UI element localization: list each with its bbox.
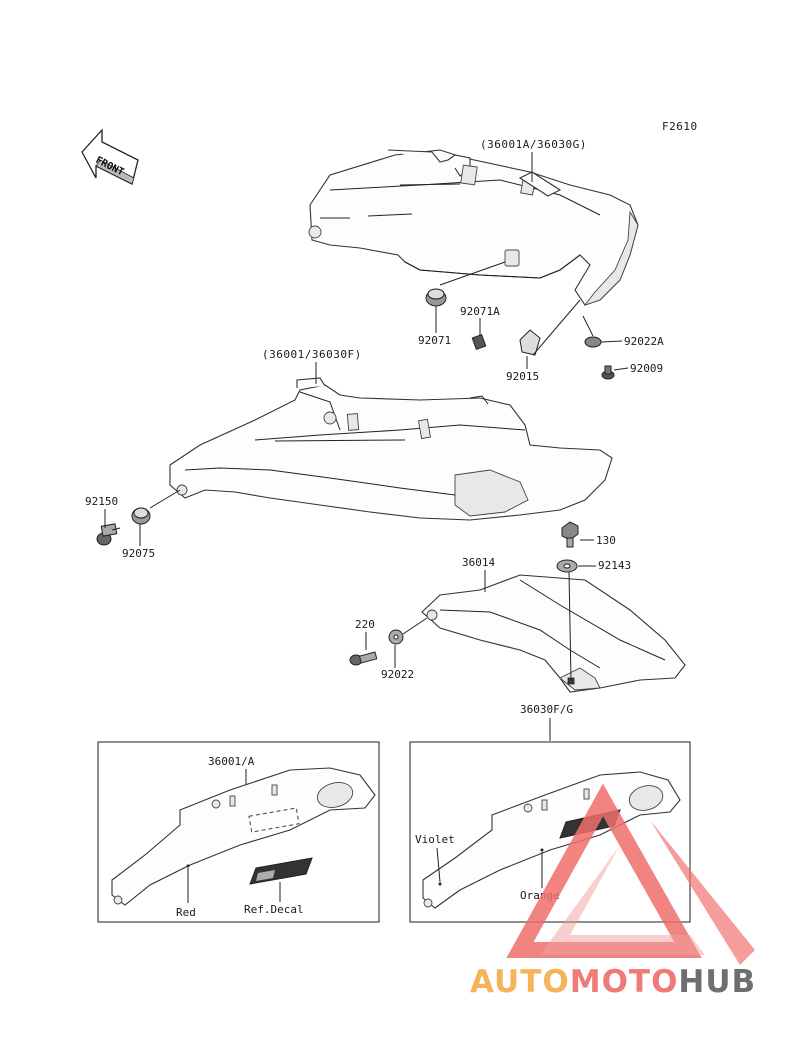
nut-92071A bbox=[471, 334, 487, 350]
detail-left-color: Red bbox=[176, 906, 196, 919]
watermark-text: AUTOMOTOHUB bbox=[470, 964, 756, 1000]
label-92075: 92075 bbox=[122, 547, 155, 560]
bolt-130 bbox=[561, 521, 579, 548]
label-main-cover: (36001/36030F) bbox=[262, 348, 362, 361]
grommet-92071 bbox=[425, 261, 506, 307]
label-92009: 92009 bbox=[630, 362, 663, 375]
clip-92015 bbox=[519, 299, 581, 356]
detail-left-title: 36001/A bbox=[208, 755, 255, 768]
main-side-cover bbox=[169, 377, 613, 521]
watermark-moto: MOTO bbox=[570, 964, 679, 1000]
automotohub-logo-icon bbox=[506, 783, 755, 965]
washer-92143 bbox=[556, 559, 578, 681]
detail-right-violet: Violet bbox=[415, 833, 455, 846]
label-92150: 92150 bbox=[85, 495, 118, 508]
label-92022A: 92022A bbox=[624, 335, 664, 348]
washer-92022 bbox=[388, 617, 428, 645]
figure-code: F2610 bbox=[662, 120, 698, 133]
grommet-92075 bbox=[131, 489, 181, 525]
label-92071A: 92071A bbox=[460, 305, 500, 318]
watermark-auto: AUTO bbox=[470, 964, 570, 1000]
screw-220 bbox=[349, 651, 378, 666]
label-92071: 92071 bbox=[418, 334, 451, 347]
upper-seat-cover bbox=[308, 149, 639, 306]
label-36030FG: 36030F/G bbox=[520, 703, 573, 716]
detail-left-cover bbox=[111, 767, 376, 906]
detail-left-decal: Ref.Decal bbox=[244, 903, 304, 916]
bolt-92150 bbox=[96, 523, 121, 546]
washer-92022A bbox=[582, 315, 602, 348]
label-220: 220 bbox=[355, 618, 375, 631]
label-upper-cover: (36001A/36030G) bbox=[480, 138, 587, 151]
lower-cover-36014 bbox=[421, 574, 686, 693]
decal-icon bbox=[249, 857, 313, 902]
label-130: 130 bbox=[596, 534, 616, 547]
detail-box-right bbox=[409, 741, 691, 923]
watermark-hub: HUB bbox=[678, 964, 756, 1000]
label-92015: 92015 bbox=[506, 370, 539, 383]
label-92143: 92143 bbox=[598, 559, 631, 572]
front-arrow-icon: FRONT bbox=[81, 128, 139, 185]
screw-92009 bbox=[601, 365, 615, 380]
label-36014: 36014 bbox=[462, 556, 495, 569]
detail-box-left bbox=[97, 741, 380, 923]
label-92022: 92022 bbox=[381, 668, 414, 681]
